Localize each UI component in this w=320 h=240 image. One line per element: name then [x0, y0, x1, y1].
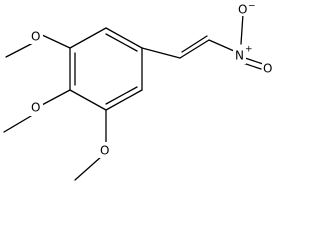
ring-double-bond-inner-2 [105, 86, 138, 105]
bond-vinyl-to-nitrogen [208, 39, 235, 52]
bond-vinyl-double-outer [179, 39, 210, 59]
nitro-oxygen-minus-label: O [238, 3, 247, 17]
chemical-structure-diagram: N + O − O O O O [3, 1, 276, 181]
methoxy-bottom-oxygen-label: O [100, 144, 109, 158]
nitrogen-positive-charge: + [245, 45, 253, 55]
benzene-ring [69, 27, 143, 111]
methoxy-top-oxygen-label: O [31, 30, 40, 44]
ring-bond-c6-c1 [69, 27, 107, 49]
bond-o-middle-to-methyl [3, 115, 32, 133]
oxygen-negative-charge: − [248, 2, 256, 12]
methoxy-middle-oxygen-label: O [31, 101, 40, 115]
nitro-group: N + O − O [233, 2, 276, 77]
bond-vinyl-double-inner [181, 35, 208, 53]
ring-bond-c4-c5 [69, 89, 107, 111]
ring-bond-c3-c4 [105, 89, 143, 111]
bond-ring-to-o-middle [39, 89, 71, 107]
bond-o-top-to-methyl [5, 42, 34, 58]
ring-bond-c1-c2 [105, 27, 143, 49]
bond-n-o-single [240, 13, 244, 45]
nitrogen-atom-label: N [235, 49, 244, 63]
nitro-oxygen-double-label: O [263, 62, 272, 76]
nitrovinyl-chain [141, 35, 235, 59]
methoxy-bottom: O [74, 109, 113, 181]
ring-double-bond-inner-1 [105, 33, 138, 52]
bond-o-bottom-to-methyl [74, 155, 103, 181]
methoxy-middle: O [3, 89, 71, 133]
bond-n-o-double-a [244, 57, 264, 65]
methoxy-top: O [5, 28, 71, 58]
bond-ring-to-o-top [39, 33, 71, 49]
bond-ring-to-vinyl [141, 47, 181, 59]
